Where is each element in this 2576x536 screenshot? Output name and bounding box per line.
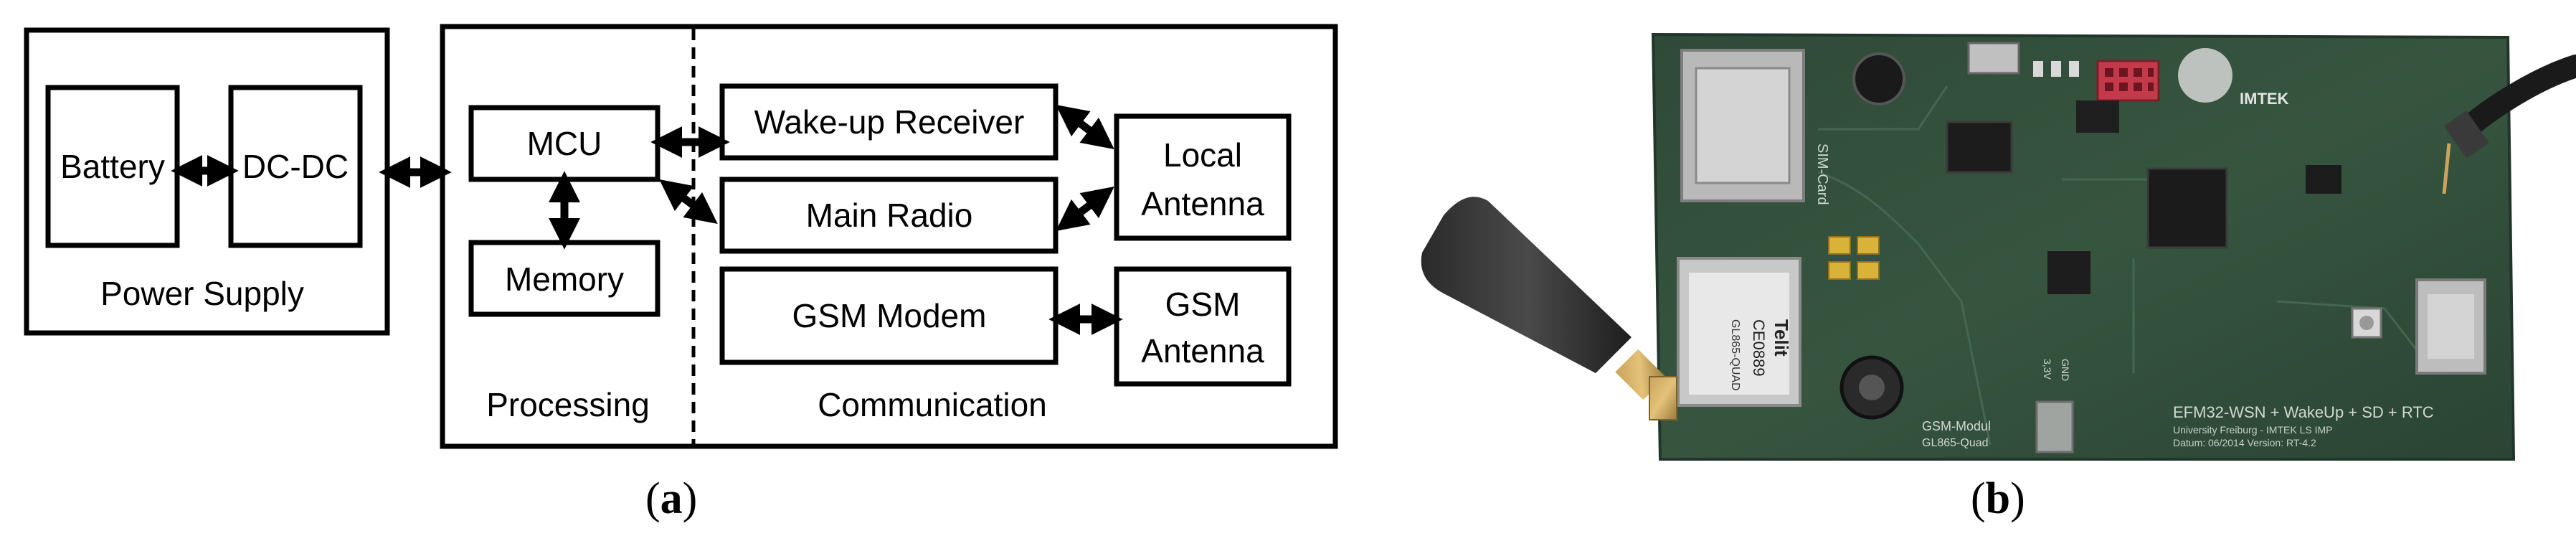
power-terminal: [2035, 400, 2074, 453]
board-photo: SIM-Card IMTEK Telit CE0889 GL865-QUAD G…: [1421, 32, 2576, 461]
modem-brand: Telit: [1771, 319, 1792, 357]
wakeup-box: [719, 83, 1059, 161]
communication-label: Communication: [818, 386, 1047, 423]
capacitor: [1852, 52, 1905, 105]
usb-connector: [1967, 42, 2020, 75]
gsm-module-silkscreen: GSM-Modul: [1922, 419, 1991, 433]
caption-b-open: (: [1971, 474, 1986, 523]
gsm-antenna-label-2: Antenna: [1141, 332, 1264, 370]
wakeup-label: Wake-up Receiver: [754, 103, 1025, 141]
mcu-mainradio-arrow: [659, 179, 718, 224]
battery-label: Battery: [60, 148, 165, 185]
modem-ce: CE0889: [1750, 319, 1768, 377]
voltage-silkscreen: 3,3V: [2042, 359, 2053, 380]
block-diagram: Battery DC-DC Power Supply MCU Memory Pr…: [24, 24, 1338, 449]
gnd-silkscreen: GND: [2060, 359, 2071, 381]
system-box: [440, 24, 1338, 449]
local-antenna-label-2: Antenna: [1141, 185, 1264, 222]
gsm-antenna-label-1: GSM: [1165, 286, 1241, 323]
caption-a: (a): [645, 474, 697, 525]
local-antenna-box: [1114, 113, 1292, 241]
local-antenna-label-1: Local: [1163, 136, 1242, 174]
wakeup-chip: [1946, 121, 2013, 174]
caption-b-letter: b: [1985, 474, 2011, 523]
processing-label: Processing: [486, 386, 650, 423]
caption-a-open: (: [645, 474, 660, 523]
board-university-silkscreen: University Freiburg - IMTEK LS IMP: [2173, 424, 2333, 436]
memory-label: Memory: [505, 260, 624, 298]
wakeup-antenna-arrow: [1056, 105, 1114, 149]
main-radio-label: Main Radio: [806, 197, 973, 234]
gsm-modem-label: GSM Modem: [792, 297, 987, 334]
gsm-module-sub-silkscreen: GL865-Quad: [1922, 437, 1989, 449]
imtek-silkscreen: IMTEK: [2240, 90, 2289, 108]
gsm-antenna: [1421, 197, 1677, 420]
dcdc-label: DC-DC: [242, 148, 349, 185]
mcu-chip: [2146, 167, 2228, 249]
imtek-logo: [2178, 48, 2232, 103]
local-antenna: [2442, 55, 2576, 194]
modem-model: GL865-QUAD: [1729, 319, 1741, 391]
mcu-label: MCU: [527, 125, 602, 162]
board-title-silkscreen: EFM32-WSN + WakeUp + SD + RTC: [2173, 403, 2434, 421]
pcb-board: [1651, 32, 2516, 461]
sim-card-silkscreen: SIM-Card: [1814, 144, 1830, 205]
power-supply-label: Power Supply: [100, 275, 304, 312]
caption-a-letter: a: [660, 474, 683, 523]
debug-header: [2096, 60, 2160, 102]
radio-chip: [2047, 251, 2090, 294]
board-date-silkscreen: Datum: 06/2014 Version: RT-4.2: [2173, 437, 2316, 448]
caption-b-close: ): [2010, 474, 2025, 523]
mainradio-antenna-arrow: [1056, 187, 1114, 231]
caption-a-close: ): [682, 474, 698, 523]
main-radio-box: [719, 177, 1059, 254]
caption-b: (b): [1971, 474, 2025, 525]
